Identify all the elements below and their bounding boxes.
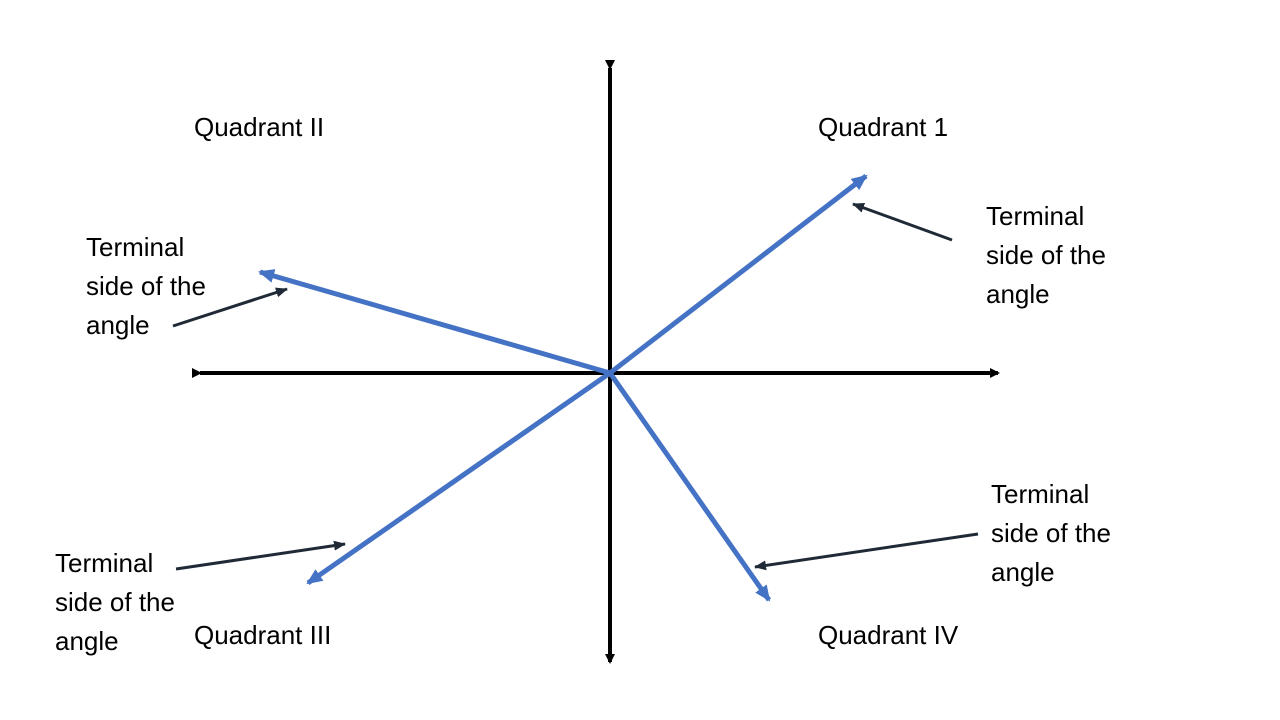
annotation-line: Terminal <box>86 232 185 262</box>
terminal-ray-q4 <box>607 371 772 602</box>
annotation-q4: Terminal side of the angle <box>991 475 1111 592</box>
annotation-line: side of the <box>86 271 206 301</box>
quadrant-label-iv: Quadrant IV <box>818 620 959 650</box>
annotation-q3: Terminal side of the angle <box>55 544 175 661</box>
annotation-line: angle <box>55 626 119 656</box>
terminal-ray-q3 <box>306 370 612 586</box>
annotation-line: Terminal <box>55 548 154 578</box>
terminal-ray-q1 <box>608 174 868 375</box>
annotation-q2: Terminal side of the angle <box>86 228 206 345</box>
annotation-line: Terminal <box>986 201 1085 231</box>
annotation-line: angle <box>986 279 1050 309</box>
annotation-line: angle <box>991 557 1055 587</box>
pointer-q4 <box>754 532 979 571</box>
terminal-ray-q2 <box>258 269 611 376</box>
pointer-q2 <box>172 287 288 328</box>
annotation-line: Terminal <box>991 479 1090 509</box>
quadrant-label-ii: Quadrant II <box>194 112 325 142</box>
quadrant-label-iii: Quadrant III <box>194 620 332 650</box>
pointer-q3 <box>175 540 346 571</box>
pointer-q1 <box>852 202 953 242</box>
annotation-line: angle <box>86 310 150 340</box>
annotation-line: side of the <box>991 518 1111 548</box>
annotation-line: side of the <box>986 240 1106 270</box>
annotation-q1: Terminal side of the angle <box>986 197 1106 314</box>
quadrant-label-1: Quadrant 1 <box>818 112 949 142</box>
annotation-line: side of the <box>55 587 175 617</box>
